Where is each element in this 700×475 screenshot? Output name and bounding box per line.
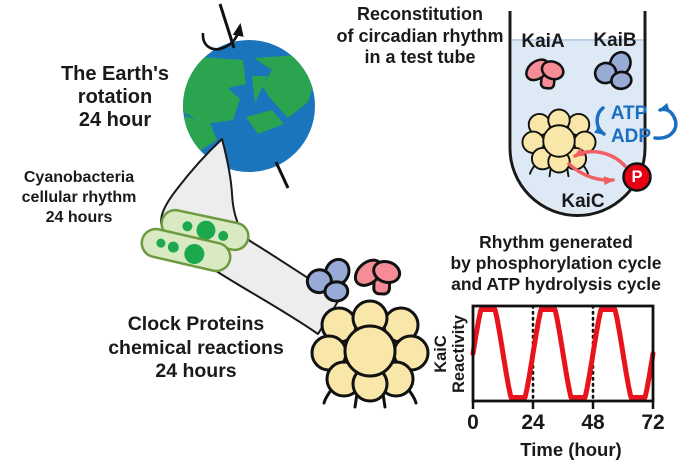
magnifier-funnel [160,138,341,335]
adp-label: ADP [610,126,652,147]
atp-label: ATP [610,103,648,124]
kaic-label: KaiC [561,191,605,212]
chart-x-ticks [471,401,655,409]
cyanobacteria-cell [140,227,232,273]
x-tick-48: 48 [581,411,605,434]
reconstitution-title: Reconstitution of circadian rhythm in a … [336,4,504,67]
chart-y-axis-label: KaiC Reactivity [432,315,468,393]
chart-plot-box [471,304,655,403]
chart-x-axis-label: Time (hour) [520,439,622,460]
chart-title: Rhythm generated by phosphorylation cycl… [450,232,662,294]
phosphate-label: P [631,168,643,186]
kaia-label: KaiA [521,31,565,52]
earth-rotation-label: The Earth's rotation 24 hour [60,63,170,131]
rhythm-chart [470,304,656,409]
kaic-reactivity-wave [470,307,656,400]
x-tick-0: 0 [467,411,479,434]
kaia-protein-icon [346,248,409,302]
kaib-label: KaiB [593,30,637,51]
atp-adp-cycle-arrows [594,102,678,140]
cyanobacteria-label: Cyanobacteria cellular rhythm 24 hours [21,169,137,226]
x-tick-24: 24 [521,411,545,434]
phosphorylation-cycle-arrows [567,147,627,186]
earth-axis-line [218,3,236,49]
x-tick-72: 72 [641,411,665,434]
earth-axis-line [274,161,290,189]
clock-proteins-label: Clock Proteins chemical reactions 24 hou… [108,313,284,382]
kaic-protein-icon [310,299,430,409]
phosphate-badge [622,162,652,192]
kaic-protein-icon [521,108,597,178]
earth-icon [183,3,315,189]
rotation-arrow-icon [201,23,244,51]
